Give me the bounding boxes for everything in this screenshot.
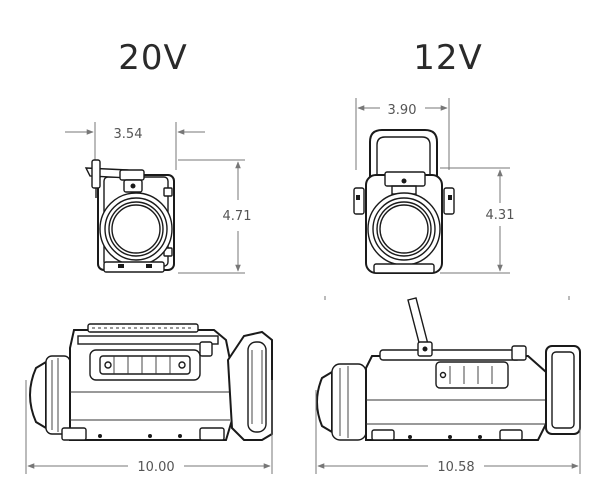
dim-12v-length: 10.58	[437, 460, 474, 475]
dim-20v-height: 4.71	[223, 209, 252, 224]
dim-12v-width: 3.90	[388, 103, 417, 118]
side-view-12v: 10.58	[315, 297, 581, 475]
side-view-20v: 10.00	[25, 323, 273, 475]
title-20v: 20V	[118, 38, 188, 78]
front-view-12v: 3.90 4.31	[353, 98, 515, 274]
dim-20v-width: 3.54	[114, 127, 143, 142]
title-12v: 12V	[413, 38, 483, 78]
front-view-20v: 3.54 4.71	[65, 122, 252, 274]
dim-12v-height: 4.31	[486, 208, 515, 223]
dim-20v-length: 10.00	[137, 460, 174, 475]
